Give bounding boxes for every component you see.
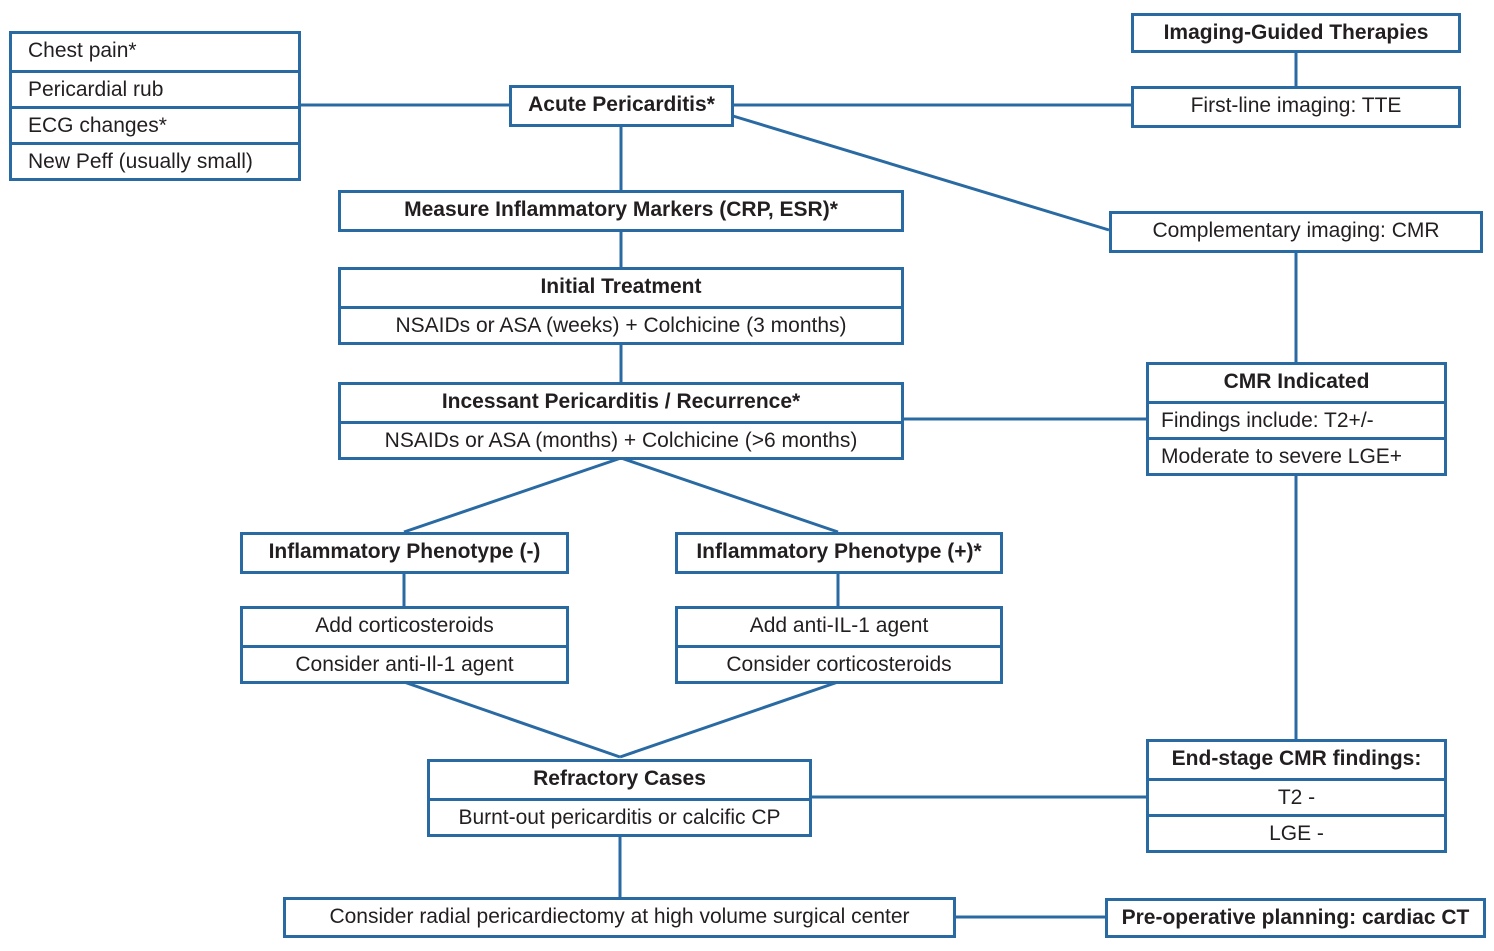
- imaging-guided-therapies-title: Imaging-Guided Therapies: [1163, 21, 1429, 44]
- cmr-indicated-box: CMR Indicated Findings include: T2+/- Mo…: [1146, 362, 1447, 476]
- connector-incessant-neg: [403, 456, 622, 534]
- phenotype-positive-line1: Add anti-IL-1 agent: [749, 614, 929, 637]
- complementary-imaging-text: Complementary imaging: CMR: [1152, 219, 1440, 242]
- end-stage-cmr-box: End-stage CMR findings: T2 - LGE -: [1146, 739, 1447, 853]
- phenotype-positive-title: Inflammatory Phenotype (+)*: [696, 540, 982, 563]
- symptoms-box: Chest pain* Pericardial rub ECG changes*…: [9, 31, 301, 181]
- symptom-item: Pericardial rub: [12, 70, 298, 106]
- pericardiectomy-box: Consider radial pericardiectomy at high …: [283, 897, 956, 938]
- refractory-cases-box: Refractory Cases Burnt-out pericarditis …: [427, 759, 812, 837]
- phenotype-negative-box: Inflammatory Phenotype (-): [240, 532, 569, 574]
- end-stage-cmr-line1: T2 -: [1149, 778, 1444, 814]
- acute-pericarditis-title: Acute Pericarditis*: [528, 93, 715, 116]
- cmr-indicated-line1: Findings include: T2+/-: [1149, 401, 1444, 437]
- pericardiectomy-text: Consider radial pericardiectomy at high …: [329, 905, 910, 928]
- end-stage-cmr-line2: LGE -: [1149, 814, 1444, 850]
- symptom-item: New Peff (usually small): [12, 142, 298, 178]
- incessant-recurrence-title: Incessant Pericarditis / Recurrence*: [441, 390, 801, 413]
- preoperative-planning-text: Pre-operative planning: cardiac CT: [1121, 906, 1470, 929]
- incessant-recurrence-detail: NSAIDs or ASA (months) + Colchicine (>6 …: [341, 421, 901, 457]
- refractory-cases-title: Refractory Cases: [533, 767, 706, 790]
- symptom-item: ECG changes*: [12, 106, 298, 142]
- initial-treatment-detail: NSAIDs or ASA (weeks) + Colchicine (3 mo…: [341, 306, 901, 342]
- first-line-imaging-box: First-line imaging: TTE: [1131, 86, 1461, 128]
- cmr-indicated-line2: Moderate to severe LGE+: [1149, 437, 1444, 473]
- inflammatory-markers-box: Measure Inflammatory Markers (CRP, ESR)*: [338, 190, 904, 232]
- complementary-imaging-box: Complementary imaging: CMR: [1109, 211, 1483, 253]
- imaging-guided-therapies-box: Imaging-Guided Therapies: [1131, 13, 1461, 53]
- refractory-cases-detail: Burnt-out pericarditis or calcific CP: [430, 798, 809, 834]
- initial-treatment-title: Initial Treatment: [540, 275, 702, 298]
- phenotype-positive-treatment-box: Add anti-IL-1 agent Consider corticoster…: [675, 606, 1003, 684]
- phenotype-negative-line2: Consider anti-Il-1 agent: [243, 645, 566, 681]
- phenotype-negative-title: Inflammatory Phenotype (-): [268, 540, 541, 563]
- connector-acute-complementary: [732, 114, 1110, 232]
- symptom-item: Chest pain*: [28, 39, 137, 62]
- cmr-indicated-title: CMR Indicated: [1223, 370, 1370, 393]
- phenotype-positive-box: Inflammatory Phenotype (+)*: [675, 532, 1003, 574]
- connector-neg-refractory: [403, 680, 621, 759]
- phenotype-positive-line2: Consider corticosteroids: [678, 645, 1000, 681]
- phenotype-negative-treatment-box: Add corticosteroids Consider anti-Il-1 a…: [240, 606, 569, 684]
- inflammatory-markers-title: Measure Inflammatory Markers (CRP, ESR)*: [404, 198, 838, 221]
- preoperative-planning-box: Pre-operative planning: cardiac CT: [1105, 898, 1486, 938]
- initial-treatment-box: Initial Treatment NSAIDs or ASA (weeks) …: [338, 267, 904, 345]
- connector-pos-refractory: [619, 680, 839, 759]
- incessant-recurrence-box: Incessant Pericarditis / Recurrence* NSA…: [338, 382, 904, 460]
- acute-pericarditis-box: Acute Pericarditis*: [509, 85, 734, 127]
- phenotype-negative-line1: Add corticosteroids: [315, 614, 494, 637]
- connector-incessant-pos: [620, 456, 839, 534]
- first-line-imaging-text: First-line imaging: TTE: [1190, 94, 1402, 117]
- end-stage-cmr-title: End-stage CMR findings:: [1171, 747, 1422, 770]
